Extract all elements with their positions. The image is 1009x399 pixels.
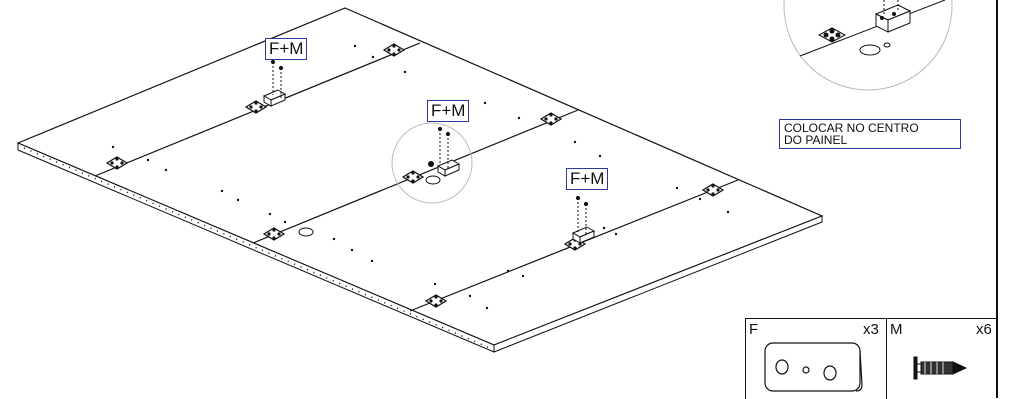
edge-holes — [23, 147, 491, 349]
callout-label-1: F+M — [265, 38, 308, 60]
parts-table: F x3 M x6 — [745, 318, 998, 399]
part-m-icon — [913, 356, 968, 380]
detail-magnified — [783, 0, 953, 91]
part-m-qty: x6 — [976, 321, 992, 338]
part-f-code: F — [749, 321, 759, 338]
rotation-marker-icon — [428, 161, 434, 167]
note-line-2: DO PAINEL — [784, 133, 848, 147]
callout-label-3: F+M — [566, 168, 609, 190]
center-hole — [425, 175, 441, 185]
connector-block-1 — [262, 59, 287, 107]
part-f-qty: x3 — [863, 321, 879, 338]
detail-circle-small — [391, 122, 473, 204]
parts-divider — [886, 319, 887, 399]
connector-block-3 — [571, 195, 596, 244]
panel-edge-right — [493, 215, 823, 353]
callout-label-2: F+M — [427, 100, 470, 122]
part-m-code: M — [890, 321, 903, 338]
note-line-1: COLOCAR NO CENTRO — [784, 121, 919, 135]
page-border-right — [996, 0, 998, 398]
part-f-icon — [764, 342, 863, 392]
panel-holes — [111, 44, 730, 310]
placement-note: COLOCAR NO CENTRO DO PAINEL — [779, 119, 961, 149]
large-hole — [298, 227, 314, 237]
connector-block-2 — [436, 126, 461, 177]
